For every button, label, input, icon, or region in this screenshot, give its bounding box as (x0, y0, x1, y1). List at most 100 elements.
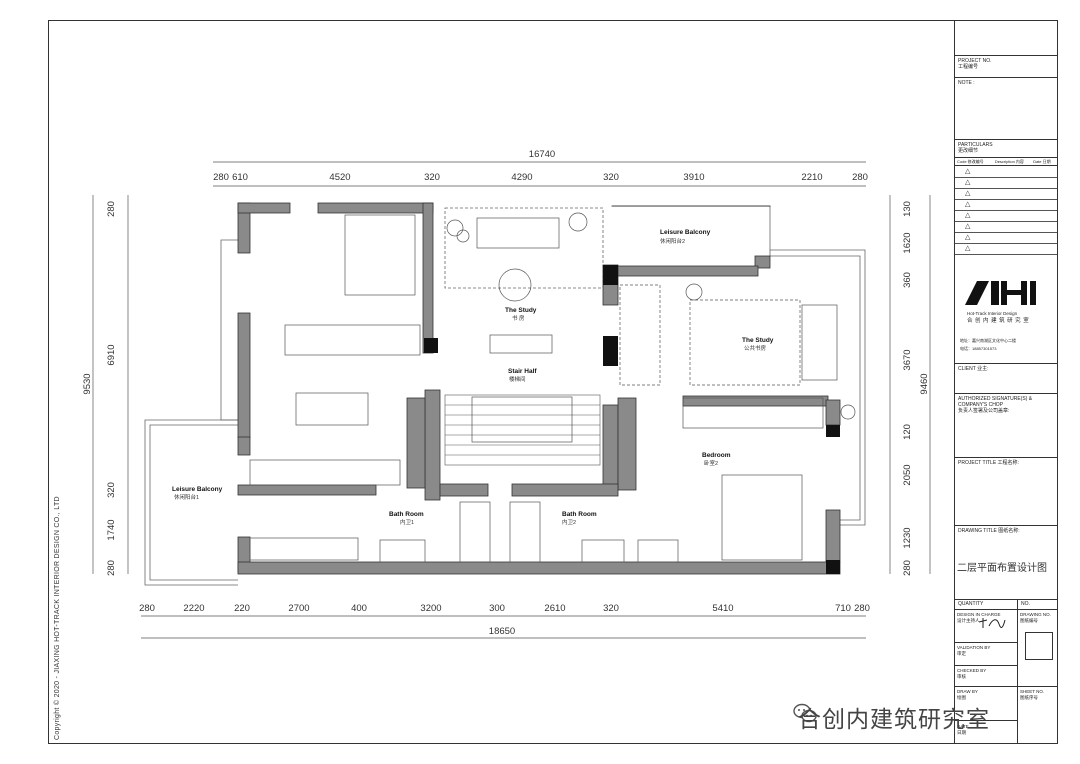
tb-note: NOTE : (955, 78, 1057, 140)
rev-triangle-icon: △ (965, 223, 971, 230)
authorized-label: AUTHORIZED SIGNATURE(S) & (958, 396, 1033, 402)
logo-text-cn: 合 创 内 建 筑 研 究 室 (967, 318, 1030, 324)
dim-top: 4290 (511, 172, 532, 183)
dim-right: 2050 (902, 464, 913, 485)
dim-bottom: 220 (234, 603, 250, 614)
tb-design-in-charge: DESIGN IN CHARGE 设计主持人 (957, 612, 1015, 628)
company-logo (965, 281, 1036, 305)
dim-bottom: 2700 (288, 603, 309, 614)
room-sub-bath-room-2: 内卫2 (562, 518, 576, 526)
dim-bottom: 5410 (712, 603, 733, 614)
rev-row: △ (955, 221, 1057, 233)
dim-top: 280 (213, 172, 229, 183)
dim-bottom: 2220 (183, 603, 204, 614)
rev-row: △ (955, 243, 1057, 255)
tb-client: CLIENT 业主: (955, 364, 1057, 394)
checked-label: CHECKED BY (957, 668, 987, 673)
drawing-frame (48, 20, 1058, 744)
tb-line (955, 642, 1017, 643)
design-in-charge-label: DESIGN IN CHARGE (957, 612, 1001, 617)
walls (237, 202, 841, 575)
tb-line (955, 665, 1017, 666)
dim-bottom: 300 (489, 603, 505, 614)
tb-line (955, 686, 1057, 687)
room-sub-the-study-1: 书 房 (512, 314, 525, 322)
dim-top: 320 (424, 172, 440, 183)
dim-right: 3670 (902, 349, 913, 370)
furniture (249, 212, 856, 563)
room-label-bedroom: Bedroom (702, 452, 731, 459)
phone-text: 电话：18857301573 (960, 346, 997, 351)
dim-left: 6910 (106, 344, 117, 365)
company-chop-label: COMPANY'S CHOP (958, 402, 1004, 408)
room-sub-bath-room-1: 内卫1 (400, 518, 414, 526)
draw-label: DRAW BY (957, 689, 978, 694)
drawing-no-box (1025, 632, 1053, 660)
dim-top: 3910 (683, 172, 704, 183)
room-label-the-study-2: The Study (742, 337, 774, 344)
dim-left: 280 (106, 201, 117, 217)
rev-header-date: Date 日期 (1033, 159, 1051, 164)
dim-right: 280 (902, 560, 913, 576)
dim-bottom: 280 (854, 603, 870, 614)
rev-header-code: Code 修改编号 (957, 159, 984, 164)
room-label-bath-room-1: Bath Room (389, 511, 424, 518)
dim-right: 120 (902, 424, 913, 440)
room-label-leisure-balcony-1: Leisure Balcony (172, 486, 223, 493)
dim-bottom-overall: 18650 (489, 626, 515, 637)
draw-label-cn: 绘图 (957, 695, 966, 700)
tb-logo: Hot-Track Interior Design 合 创 内 建 筑 研 究 … (955, 254, 1057, 364)
drawing-no-label-cn: 图纸编号 (1020, 618, 1038, 623)
dims-right-segments: 130 1620 360 3670 120 2050 1230 280 (902, 201, 913, 576)
dim-bottom: 320 (603, 603, 619, 614)
dim-bottom: 400 (351, 603, 367, 614)
drawing-no-label: DRAWING NO. (1020, 612, 1051, 617)
dims-bottom-segments: 280 2220 220 2700 400 3200 300 2610 320 … (139, 603, 870, 614)
tb-authorized: AUTHORIZED SIGNATURE(S) & COMPANY'S CHOP… (955, 394, 1057, 458)
tb-validation: VALIDATION BY 审定 (957, 645, 990, 657)
rev-row: △ (955, 210, 1057, 222)
project-no-label-cn: 工程编号 (958, 64, 979, 70)
room-sub-the-study-2: 公共书房 (744, 344, 767, 352)
dim-top: 320 (603, 172, 619, 183)
quantity-label: QUANTITY (958, 601, 984, 607)
dim-top: 280 (852, 172, 868, 183)
wechat-icon (793, 703, 817, 723)
dim-left-overall: 9530 (82, 373, 93, 394)
particulars-label: PARTICULARS (958, 142, 993, 148)
design-in-charge-label-cn: 设计主持人 (957, 618, 980, 623)
date-label-cn: 日期 (957, 730, 966, 735)
room-sub-leisure-balcony-1: 休闲阳台1 (174, 493, 199, 501)
sheet-no-label: SHEET NO. (1020, 689, 1045, 694)
tb-drawing-title: DRAWING TITLE 图纸名称: 二层平面布置设计图 (955, 526, 1057, 600)
columns (424, 265, 840, 574)
watermark-text: 合创内建筑研究室 (798, 707, 990, 733)
date-label: DATE (957, 724, 969, 729)
dim-top-overall: 16740 (529, 149, 555, 160)
address-text: 地址：嘉兴南湖区文化中心二楼 (960, 338, 1016, 343)
dim-right: 130 (902, 201, 913, 217)
dims-left-segments: 280 6910 320 1740 280 (106, 201, 117, 576)
rev-triangle-icon: △ (965, 201, 971, 208)
dimension-lines (92, 161, 931, 639)
dim-left: 1740 (106, 519, 117, 540)
room-label-leisure-balcony-2: Leisure Balcony (660, 229, 711, 236)
room-label-bath-room-2: Bath Room (562, 511, 597, 518)
tb-date: DATE 日期 (957, 724, 969, 736)
room-label-stair-half: Stair Half (508, 368, 537, 375)
authorized-label-cn: 负责人签署及公司盖章: (958, 408, 1010, 414)
validation-label-cn: 审定 (957, 651, 966, 656)
tb-line (955, 720, 1017, 721)
rev-row: △ (955, 166, 1057, 178)
note-label: NOTE : (958, 80, 975, 86)
dim-top: 610 (232, 172, 248, 183)
dim-right-overall: 9460 (919, 373, 930, 394)
tb-checked: CHECKED BY 审核 (957, 668, 986, 680)
floor-plan: 16740 18650 9530 9460 280 610 4520 320 4… (82, 149, 931, 639)
tb-particulars: PARTICULARS 更改细节 (955, 140, 1057, 158)
client-label: CLIENT 业主: (958, 366, 989, 372)
rev-triangle-icon: △ (965, 168, 971, 175)
drawing-name: 二层平面布置设计图 (957, 563, 1047, 574)
tb-project-title: PROJECT TITLE 工程名称: (955, 458, 1057, 526)
project-title-label: PROJECT TITLE 工程名称: (958, 460, 1019, 466)
